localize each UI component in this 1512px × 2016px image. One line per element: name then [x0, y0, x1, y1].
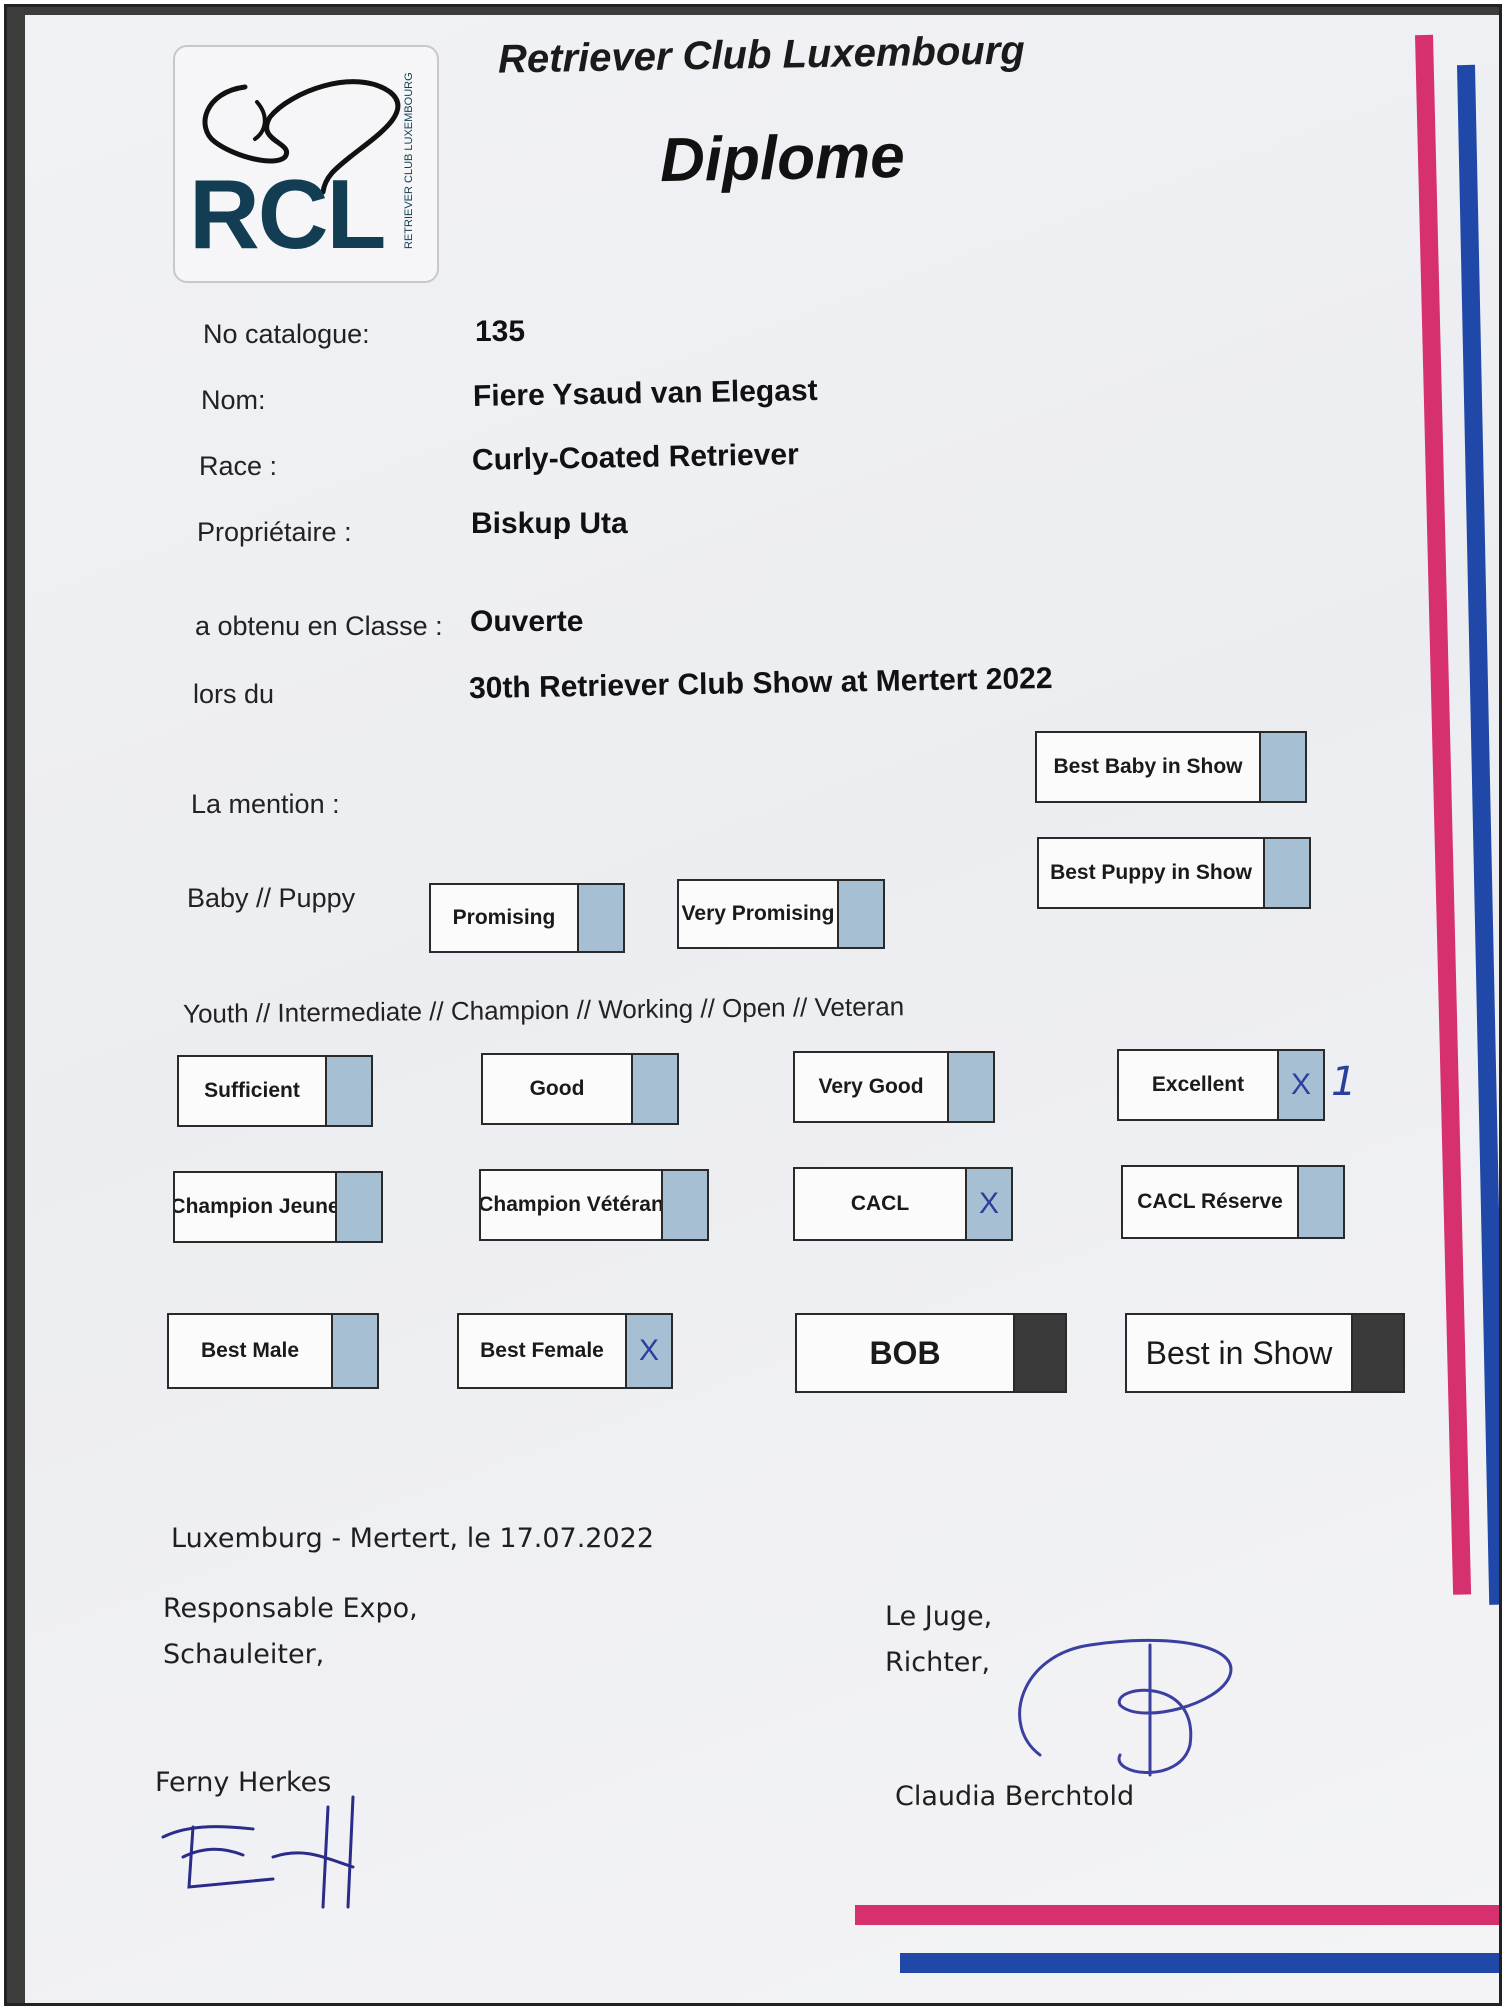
cacl-checkbox[interactable]: X — [965, 1169, 1011, 1239]
left-signer-name: Ferny Herkes — [155, 1767, 332, 1798]
club-name: Retriever Club Luxembourg — [497, 28, 1026, 82]
best-baby-label: Best Baby in Show — [1053, 755, 1243, 778]
best-female-checkbox[interactable]: X — [625, 1315, 671, 1387]
best-female-label: Best Female — [480, 1339, 604, 1362]
breed-value: Curly-Coated Retriever — [471, 438, 800, 477]
best-baby-box[interactable]: Best Baby in Show — [1035, 731, 1307, 803]
youth-label: Youth // Intermediate // Champion // Wor… — [182, 991, 905, 1029]
cacl-reserve-checkbox[interactable] — [1297, 1167, 1343, 1237]
page-title: Diplome — [659, 121, 906, 196]
left-role-1: Responsable Expo, — [163, 1593, 418, 1624]
owner-label: Propriétaire : — [197, 517, 352, 547]
place-date: Luxemburg - Mertert, le 17.07.2022 — [171, 1523, 655, 1554]
best-in-show-label: Best in Show — [1145, 1334, 1333, 1371]
very-promising-checkbox[interactable] — [837, 881, 883, 947]
best-puppy-box[interactable]: Best Puppy in Show — [1037, 837, 1311, 909]
champion-jeune-label: Champion Jeune — [175, 1195, 335, 1218]
right-role-1: Le Juge, — [885, 1601, 993, 1632]
excellent-checkbox[interactable]: X — [1277, 1051, 1323, 1119]
dog-outline-icon — [202, 79, 401, 195]
name-label: Nom: — [201, 385, 266, 415]
sufficient-checkbox[interactable] — [325, 1057, 371, 1125]
excellent-label: Excellent — [1151, 1073, 1245, 1096]
left-signature-icon — [161, 1795, 355, 1909]
very-promising-label: Very Promising — [681, 902, 835, 925]
sufficient-box[interactable]: Sufficient — [177, 1055, 373, 1127]
event-value: 30th Retriever Club Show at Mertert 2022 — [468, 661, 1053, 706]
right-signature-icon — [1018, 1638, 1233, 1777]
catalogue-label: No catalogue: — [203, 319, 370, 349]
champion-jeune-checkbox[interactable] — [335, 1173, 381, 1241]
blue-horizontal-stripe — [900, 1953, 1499, 1973]
class-value: Ouverte — [470, 605, 584, 638]
champion-veteran-label: Champion Vétéran — [481, 1193, 661, 1216]
event-label: lors du — [193, 679, 275, 709]
best-male-checkbox[interactable] — [331, 1315, 377, 1387]
sufficient-label: Sufficient — [204, 1079, 300, 1102]
bob-label: BOB — [869, 1334, 941, 1371]
champion-jeune-box[interactable]: Champion Jeune — [173, 1171, 383, 1243]
best-male-label: Best Male — [200, 1339, 300, 1362]
best-puppy-checkbox[interactable] — [1263, 839, 1309, 907]
cacl-box[interactable]: CACL X — [793, 1167, 1013, 1241]
right-role-2: Richter, — [885, 1647, 991, 1678]
baby-puppy-label: Baby // Puppy — [187, 883, 356, 913]
logo-letters: RCL — [189, 159, 386, 269]
good-checkbox[interactable] — [631, 1055, 677, 1123]
right-signer-name: Claudia Berchtold — [895, 1781, 1135, 1812]
pink-horizontal-stripe — [855, 1905, 1499, 1925]
very-good-box[interactable]: Very Good — [793, 1051, 995, 1123]
diploma-paper: RCL RETRIEVER CLUB LUXEMBOURG Retriever … — [25, 15, 1499, 2003]
cacl-reserve-label: CACL Réserve — [1137, 1190, 1283, 1213]
breed-label: Race : — [199, 451, 278, 481]
excellent-box[interactable]: Excellent X — [1117, 1049, 1325, 1121]
owner-value: Biskup Uta — [471, 507, 628, 540]
best-in-show-box[interactable]: Best in Show — [1125, 1313, 1405, 1393]
champion-veteran-box[interactable]: Champion Vétéran — [479, 1169, 709, 1241]
champion-veteran-checkbox[interactable] — [661, 1171, 707, 1239]
good-label: Good — [529, 1077, 585, 1100]
mention-label: La mention : — [191, 789, 340, 819]
logo-side-text: RETRIEVER CLUB LUXEMBOURG — [403, 72, 415, 250]
promising-label: Promising — [452, 906, 556, 929]
good-box[interactable]: Good — [481, 1053, 679, 1125]
cacl-reserve-box[interactable]: CACL Réserve — [1121, 1165, 1345, 1239]
excellent-handwritten-note: 1 — [1331, 1059, 1357, 1105]
left-role-2: Schauleiter, — [163, 1639, 325, 1670]
catalogue-value: 135 — [475, 315, 526, 348]
club-logo: RCL RETRIEVER CLUB LUXEMBOURG — [173, 45, 439, 283]
best-female-box[interactable]: Best Female X — [457, 1313, 673, 1389]
best-in-show-checkbox[interactable] — [1351, 1315, 1403, 1391]
cacl-label: CACL — [850, 1192, 910, 1215]
promising-checkbox[interactable] — [577, 885, 623, 951]
very-good-checkbox[interactable] — [947, 1053, 993, 1121]
very-promising-box[interactable]: Very Promising — [677, 879, 885, 949]
bob-checkbox[interactable] — [1013, 1315, 1065, 1391]
photo-frame: RCL RETRIEVER CLUB LUXEMBOURG Retriever … — [4, 4, 1502, 2006]
best-puppy-label: Best Puppy in Show — [1050, 861, 1252, 884]
bob-box[interactable]: BOB — [795, 1313, 1067, 1393]
name-value: Fiere Ysaud van Elegast — [472, 373, 818, 414]
best-male-box[interactable]: Best Male — [167, 1313, 379, 1389]
very-good-label: Very Good — [818, 1075, 924, 1098]
best-baby-checkbox[interactable] — [1259, 733, 1305, 801]
promising-box[interactable]: Promising — [429, 883, 625, 953]
class-label: a obtenu en Classe : — [195, 611, 443, 641]
